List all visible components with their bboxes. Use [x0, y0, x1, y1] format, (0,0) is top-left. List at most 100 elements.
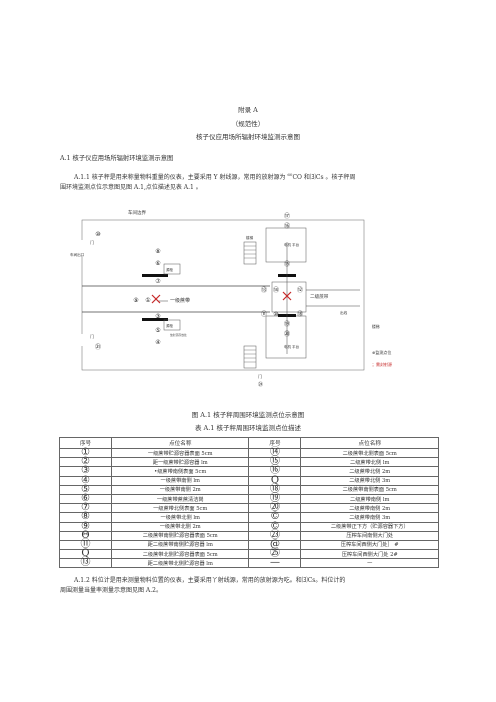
- row-no-right: ㉓: [248, 530, 302, 541]
- row-name-right: 压榨车间南侧大门处: [300, 530, 439, 541]
- svg-text:⑩: ⑩: [273, 311, 278, 318]
- legend-monitoring-point: ⊕监测点位: [372, 349, 391, 355]
- svg-text:⑬: ⑬: [261, 286, 267, 294]
- row-name-left: 一级蔗带蔗蔗清洁岗: [110, 493, 250, 505]
- row-name-left: 距二级蔗带南侧贮源容器 lm: [110, 539, 250, 551]
- p2-text-b: 周围测量当量率测量示意图见图 A.2。: [60, 587, 162, 594]
- paragraph-a12: A.1.2 料位计是用来测量物料位置的仪表，主要采用丫射线源，常用的放射源为吃。…: [60, 576, 440, 596]
- svg-text:楼梯: 楼梯: [372, 324, 380, 329]
- row-name-right: 二级蔗带南侧表面 5cm: [300, 484, 439, 495]
- row-name-left: 距二级蔗带北侧贮源容器 lm: [110, 558, 250, 569]
- svg-text:③: ③: [155, 313, 160, 320]
- row-name-right: 二级蔗带北侧 lm: [300, 457, 439, 468]
- svg-text:电机 平台: 电机 平台: [284, 242, 300, 247]
- row-name-right: 二级蔗带北侧 3m: [300, 475, 439, 486]
- svg-text:⑲: ⑲: [284, 320, 290, 328]
- row-name-right: 压榨车间西侧大门处 2#: [300, 549, 439, 560]
- svg-text:①: ①: [145, 297, 150, 304]
- row-no-right: ©: [248, 512, 302, 523]
- row-no-right: —: [248, 558, 302, 569]
- table-header-row: 序号 点位名称 序号 点位名称: [59, 437, 439, 449]
- svg-text:⑰: ⑰: [284, 212, 290, 220]
- svg-text:㉑: ㉑: [95, 343, 101, 351]
- svg-text:门: 门: [258, 373, 262, 379]
- row-name-right: 二级蔗带正下方（贮源容器下方）: [300, 521, 439, 532]
- stairs-upper-icon: [243, 241, 257, 265]
- figure-label-gate: 车间出口: [70, 252, 85, 257]
- p1-text-a: A.1.1 核子秤是用来称量物料重量的仪表，主要采用 Y 射线源，常用的放射源为: [74, 174, 288, 181]
- figure-caption: 图 A.1 核子秤周围环境监测点位示意图: [191, 411, 305, 419]
- svg-text:⑥: ⑥: [155, 260, 160, 267]
- svg-text:源柜: 源柜: [166, 323, 173, 328]
- p1-text-c: 围环境监测点位示意图见图 A.1,点位描述见表 A.1 。: [60, 184, 202, 191]
- row-name-right: 二级蔗带南侧 lm: [300, 493, 439, 505]
- header-name-2: 点位名称: [300, 437, 439, 449]
- row-no-left: ⑬: [59, 558, 112, 569]
- row-name-right: 二级蔗带南侧 2m: [300, 503, 439, 514]
- figure-label-second-belt: 二级蔗带: [310, 293, 329, 300]
- svg-text:放射源存放处: 放射源存放处: [170, 333, 187, 337]
- stairs-lower-icon: [243, 345, 257, 369]
- figure-label-boundary: 车间边界: [128, 209, 146, 216]
- paragraph-a11: A.1.1 核子秤是用来称量物料重量的仪表，主要采用 Y 射线源，常用的放射源为…: [60, 170, 440, 193]
- row-no-right: ©: [248, 521, 302, 532]
- source-housing-bottom: [142, 318, 168, 321]
- legend-source: ；需封射源: [372, 361, 392, 367]
- p1-text-b: CO 和⑶Cs 。核子秤周: [292, 174, 356, 181]
- svg-text:⑩: ⑩: [95, 231, 100, 238]
- svg-text:⑱: ⑱: [297, 310, 303, 318]
- row-name-left: •级蔗带南侧表面 5cm: [110, 466, 250, 477]
- svg-text:⑮: ⑮: [284, 260, 290, 268]
- row-name-right: 压榨车间西侧大门处］ #: [300, 539, 439, 551]
- row-name-right: 二级蔗带北侧 2m: [300, 466, 439, 477]
- monitoring-layout-figure: 车间边界 门 车间出口 门 一级蔗带 源柜 源柜 放射源存放处 ⑩ ⑧ ⑥ ⑦ …: [70, 209, 392, 388]
- svg-text:⑫: ⑫: [297, 286, 303, 294]
- section-heading: A.1 核子仪应用场所辐射环境监测示意图: [60, 155, 174, 162]
- svg-text:⑳: ⑳: [284, 330, 290, 338]
- svg-text:⑯: ⑯: [284, 222, 290, 230]
- svg-text:④: ④: [155, 339, 160, 346]
- svg-text:楼梯: 楼梯: [246, 235, 254, 240]
- row-name-left: 一级蔗带北侧表面 5cm: [110, 503, 250, 514]
- svg-text:⑪: ⑪: [261, 310, 267, 318]
- row-name-left: 一级蔗带北侧 lm: [110, 512, 250, 523]
- row-no-right: @: [248, 539, 302, 551]
- row-name-left: 二级蔗带南侧贮源容器表面 5cm: [110, 530, 250, 541]
- row-name-right: 一: [300, 558, 439, 569]
- svg-text:⑨: ⑨: [133, 297, 138, 304]
- row-name-left: 一级蔗带南侧 2m: [110, 484, 250, 495]
- svg-text:⑤: ⑤: [155, 327, 160, 334]
- appendix-title: 附录 A: [238, 106, 258, 114]
- appendix-subtitle: 核子仪应用场所辐射环境监测示意图: [196, 133, 300, 141]
- row-name-left: 距一级蔗带贮源容器 lm: [110, 457, 250, 468]
- source-housing-top: [142, 274, 168, 277]
- p1-sup: 60: [287, 172, 293, 177]
- svg-text:电机 平台: 电机 平台: [284, 344, 300, 349]
- row-name-left: 一级蔗带南侧 lm: [110, 475, 250, 486]
- radioactive-source-icon-2: [282, 291, 292, 301]
- svg-text:门: 门: [90, 333, 94, 339]
- row-name-left: 一级蔗带北侧 2m: [110, 521, 250, 532]
- svg-text:门: 门: [90, 239, 94, 245]
- svg-text:出线: 出线: [340, 310, 348, 315]
- svg-text:源柜: 源柜: [166, 267, 173, 272]
- row-name-right: 二级蔗带北侧表面 5cm: [300, 447, 439, 459]
- svg-text:⑦: ⑦: [155, 278, 161, 285]
- workshop-boundary: [81, 219, 365, 371]
- row-name-left: 一级蔗带贮源容器表面 5cm: [110, 447, 250, 459]
- svg-text:㉔: ㉔: [258, 381, 263, 388]
- svg-text:⑭: ⑭: [273, 286, 279, 294]
